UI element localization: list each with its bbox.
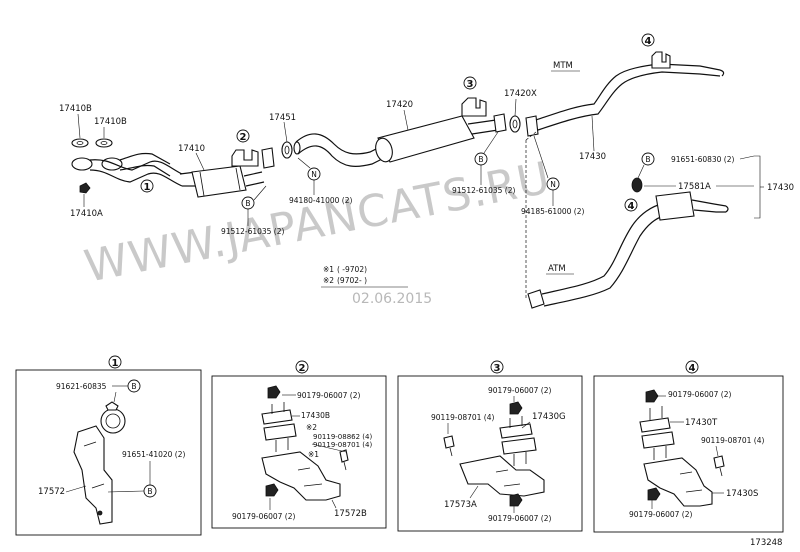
group-bracket-17430: [754, 155, 761, 219]
svg-text:90179-06007 (2): 90179-06007 (2): [232, 512, 296, 521]
callout-4-main-top: 4: [641, 33, 655, 47]
svg-text:3: 3: [494, 363, 501, 374]
label-91512-left: 91512-61035 (2): [221, 227, 285, 236]
svg-text:B: B: [147, 487, 152, 496]
svg-text:17430B: 17430B: [301, 411, 330, 420]
watermark-date: 02.06.2015: [352, 291, 432, 307]
label-17410b-inner: 17410B: [94, 117, 127, 127]
hanger-bracket-3: [461, 97, 487, 117]
hanger-bracket-2: [231, 149, 259, 167]
svg-text:90179-06007 (2): 90179-06007 (2): [488, 514, 552, 523]
svg-text:N: N: [311, 170, 317, 179]
svg-text:90119-08701 (4): 90119-08701 (4): [313, 441, 372, 449]
detail-box-4: 4 90179-06007 (2) 17430T 90119-08701 (4)…: [593, 360, 784, 533]
divider-tick: [525, 131, 537, 141]
nut-17410a: [79, 182, 91, 194]
label-91512-mid: 91512-61035 (2): [452, 186, 516, 195]
svg-text:N: N: [550, 180, 556, 189]
label-91651: 91651-60830 (2): [671, 155, 735, 164]
label-17410b: 17410B: [59, 104, 92, 114]
main-labels: 17410B 17410B 17410 17410A 17451 17420 1…: [59, 61, 794, 275]
svg-text:( -9702): ( -9702): [337, 265, 367, 274]
ring-17581a: [631, 177, 643, 193]
label-17451: 17451: [269, 113, 296, 123]
svg-text:B: B: [478, 155, 483, 164]
svg-text:17572: 17572: [38, 487, 65, 497]
hanger-bracket-4-top: [651, 51, 671, 69]
svg-text:90179-06007 (2): 90179-06007 (2): [629, 510, 693, 519]
svg-text:B: B: [645, 155, 650, 164]
label-atm: ATM: [548, 264, 566, 274]
label-17420: 17420: [386, 100, 413, 110]
svg-text:17573A: 17573A: [444, 500, 477, 510]
svg-text:90179-06007 (2): 90179-06007 (2): [668, 390, 732, 399]
svg-text:B: B: [131, 382, 136, 391]
diagram-code: 173248: [750, 538, 782, 548]
svg-text:4: 4: [689, 363, 696, 374]
svg-text:※1: ※1: [308, 450, 319, 459]
svg-text:17572B: 17572B: [334, 509, 367, 519]
label-17430-right: 17430: [767, 183, 794, 193]
center-pipe: [293, 133, 385, 167]
svg-text:90119-08701 (4): 90119-08701 (4): [431, 413, 495, 422]
callout-1-main: 1: [140, 179, 154, 193]
svg-text:2: 2: [240, 132, 247, 143]
svg-text:1: 1: [144, 182, 151, 193]
callout-2-main: 2: [236, 129, 250, 143]
svg-text:2: 2: [299, 363, 306, 374]
svg-text:90179-06007 (2): 90179-06007 (2): [297, 391, 361, 400]
label-17410: 17410: [178, 144, 205, 154]
callout-3-main: 3: [463, 76, 477, 90]
svg-text:(9702- ): (9702- ): [337, 276, 367, 285]
flange-17420x: [493, 113, 539, 137]
front-pipe-17410: [71, 152, 197, 187]
bubble-b-right: [641, 152, 655, 166]
label-mtm: MTM: [553, 61, 573, 71]
svg-text:3: 3: [467, 79, 474, 90]
detail-box-2: 2 90179-06007 (2) 17430B ※2 90119-08862 …: [211, 360, 387, 529]
svg-text:※2: ※2: [306, 423, 317, 432]
svg-text:4: 4: [628, 201, 635, 212]
label-17420x: 17420X: [504, 89, 537, 99]
notes: ※1 ( -9702) ※2 (9702- ): [321, 265, 408, 288]
gasket-17410b: [71, 138, 113, 148]
label-94185: 94185-61000 (2): [521, 207, 585, 216]
label-17410a: 17410A: [70, 209, 103, 219]
detail-box-3: 3 90179-06007 (2) 90119-08701 (4) 17430G…: [397, 360, 583, 532]
detail-box-1: 1 B B 91621-60835 91651-41020 (2) 17572: [15, 355, 202, 536]
exhaust-assembly: [71, 51, 764, 309]
svg-text:※2: ※2: [323, 276, 334, 285]
callout-4-main-atm: 4: [624, 198, 638, 212]
svg-text:91621-60835: 91621-60835: [56, 382, 107, 391]
svg-text:17430G: 17430G: [532, 412, 566, 422]
svg-text:4: 4: [645, 36, 652, 47]
svg-text:90119-08701 (4): 90119-08701 (4): [701, 436, 765, 445]
svg-text:17430T: 17430T: [685, 418, 718, 428]
svg-text:90179-06007 (2): 90179-06007 (2): [488, 386, 552, 395]
muffler-17420: [375, 115, 499, 163]
tail-pipe-atm: [527, 191, 729, 309]
svg-text:1: 1: [112, 358, 119, 369]
svg-text:90119-08862 (4): 90119-08862 (4): [313, 433, 372, 441]
svg-text:B: B: [245, 199, 250, 208]
label-17581a: 17581A: [678, 182, 711, 192]
flange-17451: [261, 141, 293, 169]
tail-pipe-mtm: [535, 63, 725, 131]
svg-text:17430S: 17430S: [726, 489, 758, 499]
label-94180: 94180-41000 (2): [289, 196, 353, 205]
converter-17410: [191, 165, 265, 198]
svg-text:91651-41020 (2): 91651-41020 (2): [122, 450, 186, 459]
label-17430-mtm: 17430: [579, 152, 606, 162]
svg-text:※1: ※1: [323, 265, 334, 274]
